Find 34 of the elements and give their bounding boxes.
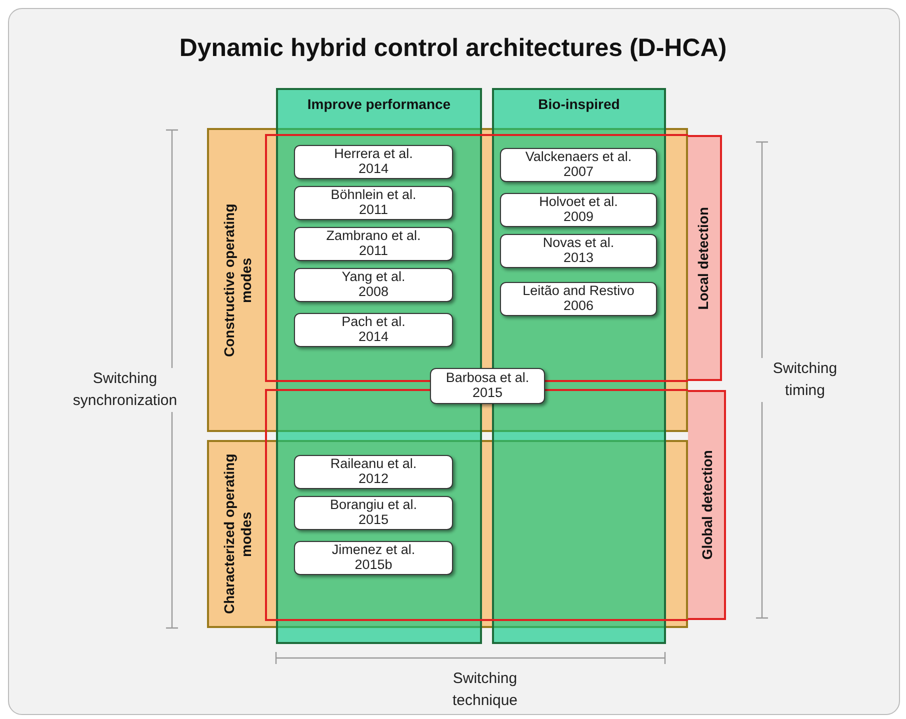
reference-card <box>294 313 453 347</box>
row-heading: Characterized operating modes <box>220 452 254 616</box>
reference-card <box>294 455 453 489</box>
reference-text: Herrera et al. 2014 <box>334 147 413 177</box>
reference-card <box>294 268 453 302</box>
column-heading: Improve performance <box>306 96 452 112</box>
reference-text: Barbosa et al. 2015 <box>446 371 530 401</box>
reference-text: Zambrano et al. 2011 <box>326 229 421 259</box>
reference-card <box>294 186 453 220</box>
reference-text: Yang et al. 2008 <box>342 270 406 300</box>
reference-text: Leitão and Restivo 2006 <box>522 284 634 314</box>
title: Dynamic hybrid control architectures (D-HCA) <box>178 34 728 63</box>
detection-band <box>688 135 722 381</box>
reference-card <box>500 193 657 227</box>
reference-text: Holvoet et al. 2009 <box>539 195 618 225</box>
detection-band <box>688 390 726 620</box>
reference-card <box>500 282 657 316</box>
band-heading: Global detection <box>698 450 716 560</box>
reference-text: Novas et al. 2013 <box>542 236 614 266</box>
reference-text: Valckenaers et al. 2007 <box>525 150 632 180</box>
reference-card <box>500 234 657 268</box>
row-heading: Constructive operating modes <box>220 202 254 359</box>
band-heading: Local detection <box>694 206 712 310</box>
reference-card <box>294 145 453 179</box>
reference-text: Böhnlein et al. 2011 <box>330 188 416 218</box>
reference-text: Borangiu et al. 2015 <box>330 498 418 528</box>
reference-card <box>500 148 657 182</box>
reference-text: Pach et al. 2014 <box>342 315 406 345</box>
reference-card <box>294 541 453 575</box>
column-heading: Bio-inspired <box>537 96 621 112</box>
reference-text: Raileanu et al. 2012 <box>330 457 417 487</box>
reference-card <box>294 227 453 261</box>
reference-card <box>294 496 453 530</box>
reference-text: Jimenez et al. 2015b <box>332 543 416 573</box>
